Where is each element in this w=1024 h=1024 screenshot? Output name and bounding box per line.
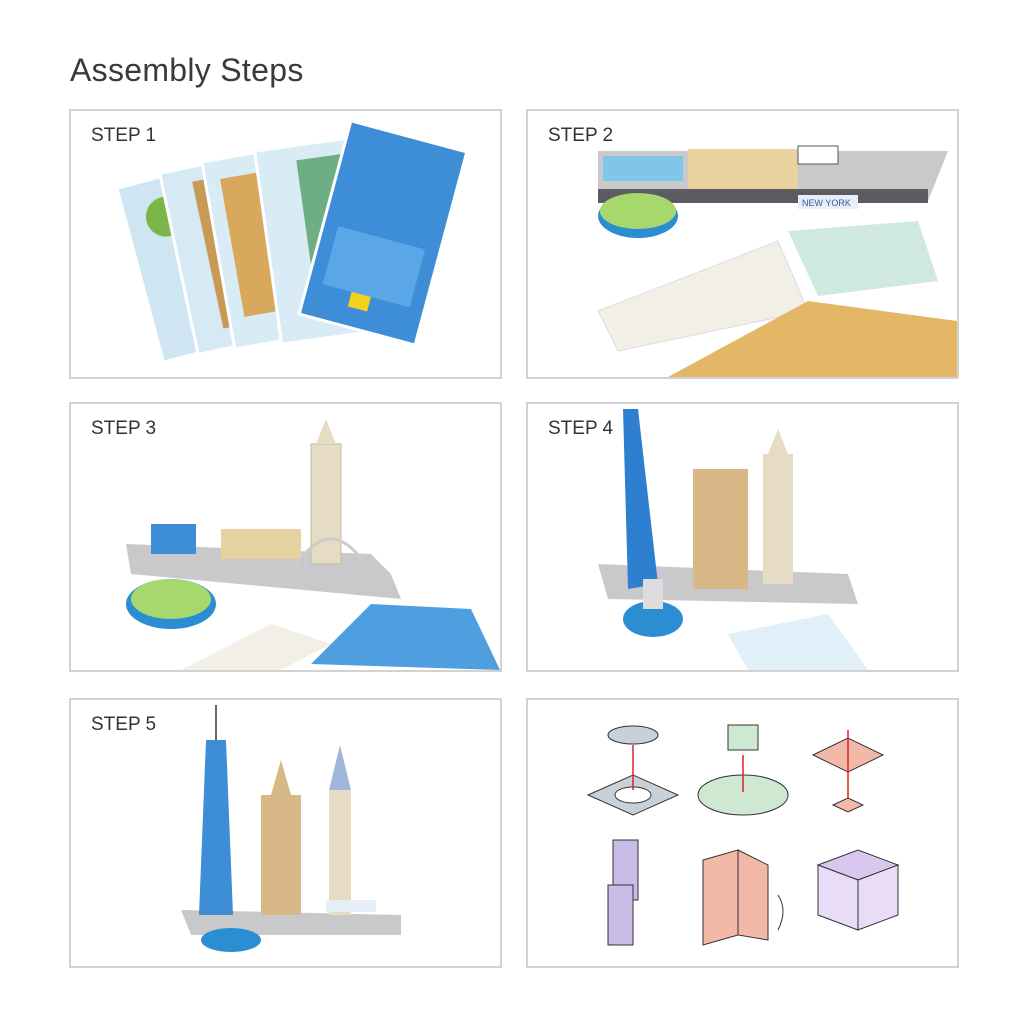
cross-tab-diagram [811, 730, 885, 813]
step-label: STEP 1 [91, 125, 157, 146]
step-label: STEP 5 [91, 714, 157, 735]
partial-model-image [598, 409, 868, 670]
step-label: STEP 2 [548, 125, 614, 146]
step-5-panel: STEP 5 [69, 698, 502, 968]
puzzle-sheets-image [115, 119, 469, 365]
step-label: STEP 3 [91, 418, 157, 439]
page-title: Assembly Steps [70, 52, 304, 88]
partial-model-image [126, 419, 500, 670]
interlock-slots-diagram [607, 839, 639, 946]
assembly-tips-panel [526, 698, 959, 968]
step-4-panel: STEP 4 [526, 402, 959, 672]
assembly-diagrams [586, 724, 900, 946]
step-3-panel: STEP 3 [69, 402, 502, 672]
step-1-panel: STEP 1 [69, 109, 502, 379]
step-label: STEP 4 [548, 418, 614, 439]
slot-tab-diagram [697, 724, 789, 816]
fold-slot-diagram [702, 849, 784, 946]
sign [798, 195, 858, 209]
new-york-sign: NEW YORK [802, 198, 851, 208]
base-assembly-image: NEW YORK [597, 145, 957, 377]
box-tab-diagram [816, 849, 900, 931]
round-tab-diagram [586, 725, 680, 816]
step-2-panel: NEW YORK STEP 2 [526, 109, 959, 379]
completed-model-image [181, 705, 401, 952]
